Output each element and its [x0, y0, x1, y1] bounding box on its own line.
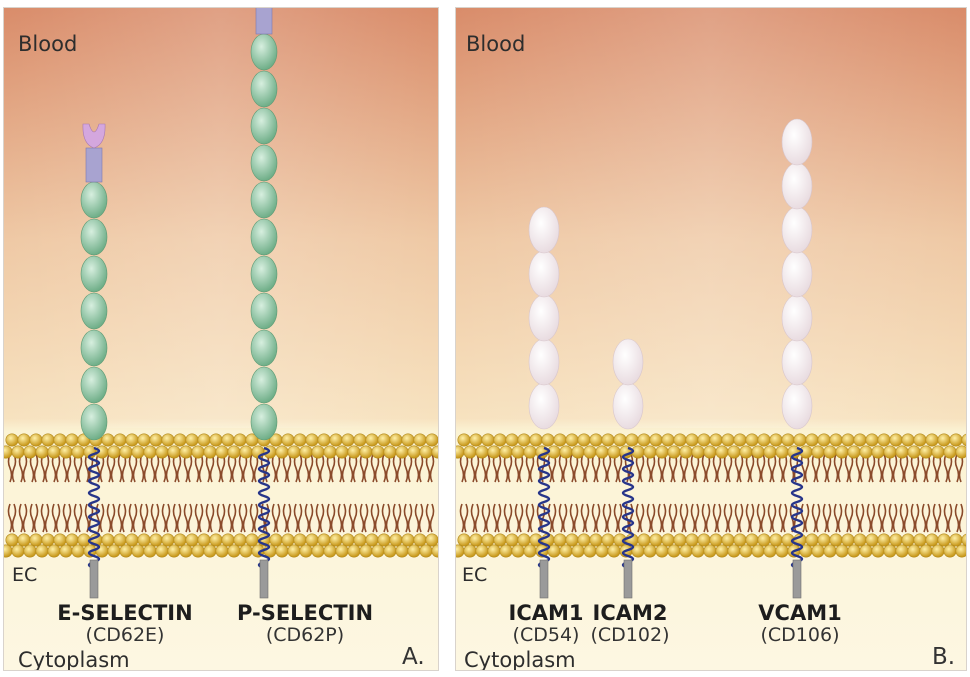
cytoplasm-label: Cytoplasm: [464, 648, 576, 670]
egf-domain: [256, 8, 272, 34]
ig-domain: [529, 295, 559, 341]
consensus-repeat-domain: [251, 293, 277, 329]
p-selectin-name: P-SELECTIN: [210, 601, 400, 625]
e-selectin-code: (CD62E): [30, 624, 220, 646]
consensus-repeat-domain: [81, 256, 107, 292]
cytoplasm-label: Cytoplasm: [18, 648, 130, 670]
blood-label: Blood: [466, 32, 525, 56]
consensus-repeat-domain: [251, 34, 277, 70]
cytoplasmic-tail: [793, 560, 801, 598]
ig-superfamily-illustration: [456, 8, 966, 670]
ig-domain: [529, 251, 559, 297]
selectins-illustration: [4, 8, 438, 670]
consensus-repeat-domain: [251, 404, 277, 440]
ec-label: EC: [12, 564, 37, 586]
panel-b-ig-superfamily: Blood EC Cytoplasm ICAM1 (CD54) ICAM2 (C…: [456, 8, 966, 670]
consensus-repeat-domain: [81, 182, 107, 218]
consensus-repeat-domain: [81, 367, 107, 403]
cytoplasmic-tail: [540, 560, 548, 598]
consensus-repeat-domain: [81, 330, 107, 366]
vcam1-name: VCAM1: [740, 601, 860, 625]
ig-domain: [782, 339, 812, 385]
ig-domain: [782, 251, 812, 297]
ig-domain: [529, 207, 559, 253]
consensus-repeat-domain: [251, 219, 277, 255]
ig-domain: [782, 295, 812, 341]
e-selectin-name: E-SELECTIN: [30, 601, 220, 625]
ec-label: EC: [462, 564, 487, 586]
icam2-name: ICAM2: [570, 601, 690, 625]
blood-label: Blood: [18, 32, 77, 56]
cytoplasmic-tail: [624, 560, 632, 598]
ig-domain: [782, 119, 812, 165]
cytoplasmic-tail: [90, 560, 98, 598]
consensus-repeat-domain: [251, 367, 277, 403]
icam2-code: (CD102): [570, 624, 690, 646]
consensus-repeat-domain: [81, 219, 107, 255]
egf-domain: [86, 148, 102, 182]
ig-domain: [613, 339, 643, 385]
p-selectin-code: (CD62P): [210, 624, 400, 646]
consensus-repeat-domain: [251, 108, 277, 144]
consensus-repeat-domain: [251, 330, 277, 366]
consensus-repeat-domain: [81, 293, 107, 329]
cytoplasmic-tail: [260, 560, 268, 598]
vcam1-code: (CD106): [740, 624, 860, 646]
ig-domain: [782, 163, 812, 209]
ig-domain: [613, 383, 643, 429]
ig-domain: [782, 383, 812, 429]
ig-domain: [529, 339, 559, 385]
consensus-repeat-domain: [251, 256, 277, 292]
ig-domain: [782, 207, 812, 253]
consensus-repeat-domain: [251, 71, 277, 107]
panel-letter-a: A.: [402, 644, 425, 670]
panel-a-selectins: Blood EC Cytoplasm E-SELECTIN (CD62E) P-…: [4, 8, 438, 670]
consensus-repeat-domain: [251, 182, 277, 218]
ig-domain: [529, 383, 559, 429]
consensus-repeat-domain: [251, 145, 277, 181]
panel-letter-b: B.: [932, 644, 955, 670]
consensus-repeat-domain: [81, 404, 107, 440]
